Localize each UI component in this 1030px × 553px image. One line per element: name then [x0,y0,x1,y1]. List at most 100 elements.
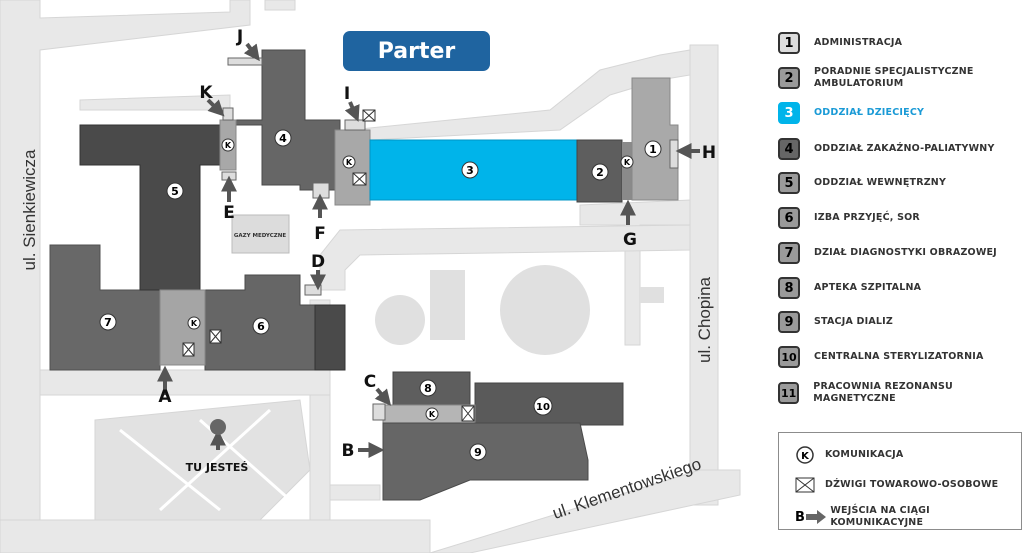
svg-text:7: 7 [104,316,112,329]
legend-label: STACJA DIALIZ [814,316,893,327]
road-klementowskiego [429,469,741,553]
label-8: 8 [419,379,437,397]
arrow-i [344,101,360,122]
stairs-f [312,182,330,199]
legend-item-5: 5 ODDZIAŁ WEWNĘTRZNY [778,172,946,194]
label-9: 9 [469,443,487,461]
plaza-circle [500,265,590,355]
building-5[interactable] [79,124,221,291]
gas-label: GAZY MEDYCZNE [234,233,286,239]
comm-k-3 [334,129,371,206]
road-upper-left [79,94,231,111]
entrance-e: E [223,203,235,223]
label-10: 10 [533,396,553,416]
legend-label: ODDZIAŁ WEWNĘTRZNY [814,177,947,188]
street-chopina: ul. Chopina [695,277,714,364]
legend-number: 9 [778,311,800,333]
elevator-9 [461,405,475,422]
label-7: 7 [99,313,117,331]
road-top [264,0,296,11]
building-labels: 1 2 3 4 5 6 7 8 9 10 [99,129,662,461]
stairs-i [344,119,366,131]
building-9[interactable] [382,422,589,501]
comm-marker: K [342,155,356,169]
svg-text:9: 9 [474,446,482,459]
comm-marker: K [221,138,235,152]
label-3: 3 [461,161,479,179]
label-6: 6 [252,317,270,335]
entrance-c: C [364,372,376,392]
legend-comm-row: K KOMUNIKACJA [795,445,903,465]
comm-markers: K K K K K [187,138,634,421]
stairs-d [304,284,322,296]
stairs-c [372,403,386,421]
legend-item-3: 3 ODDZIAŁ DZIECIĘCY [778,102,924,124]
comm-k-2 [622,142,632,200]
road-sienkiewicza [0,0,251,553]
label-2: 2 [591,163,609,181]
legend-item-10: 10 CENTRALNA STERYLIZATORNIA [778,346,984,368]
legend-number: 1 [778,32,800,54]
legend-number: 4 [778,138,800,160]
legend-entrance-symbol: B [795,509,805,525]
elevators [182,109,475,422]
arrow-j [243,42,260,62]
road-chopina-east [689,44,719,506]
svg-text:5: 5 [171,185,179,198]
road-b-link [329,484,381,501]
entrance-h: H [702,143,716,163]
label-4: 4 [274,129,292,147]
arrow-k [206,98,225,117]
legend-number: 3 [778,102,800,124]
svg-text:K: K [624,158,631,167]
road-south-main [39,369,331,396]
legend-number: 5 [778,172,800,194]
legend-item-6: 6 IZBA PRZYJĘĆ, SOR [778,207,920,229]
svg-text:3: 3 [466,164,474,177]
plaza [375,265,664,355]
stairs-j [227,57,263,66]
comm-marker: K [187,316,201,330]
legend-comm-label: KOMUNIKACJA [825,449,904,460]
plaza-circle-small [375,295,425,345]
legend-label: APTEKA SZPITALNA [814,282,922,293]
entrance-i: I [344,84,350,104]
legend-entrance-label: WEJŚCIA NA CIĄGI KOMUNIKACYJNE [830,505,930,528]
svg-text:K: K [225,141,232,150]
svg-text:2: 2 [596,166,604,179]
legend-item-7: 7 DZIAŁ DIAGNOSTYKI OBRAZOWEJ [778,242,997,264]
path-3 [158,408,272,512]
building-4[interactable] [234,49,341,191]
legend-item-11: 11 PRACOWNIA REZONANSU MAGNETYCZNE [778,381,1030,405]
you-are-here-label: TU JESTEŚ [186,461,249,474]
legend-number: 10 [778,346,800,368]
buildings [49,49,679,501]
street-sienkiewicza: ul. Sienkiewicza [20,149,39,271]
legend-number: 7 [778,242,800,264]
legend-symbols: K KOMUNIKACJA DŹWIGI TOWAROWO-OSOBOWE B … [778,432,1022,530]
svg-text:6: 6 [257,320,265,333]
gas-building [231,214,290,254]
plaza-block [430,270,465,340]
legend-label: IZBA PRZYJĘĆ, SOR [814,212,920,223]
roads [0,0,741,553]
svg-text:10: 10 [536,402,550,413]
svg-text:8: 8 [424,382,432,395]
legend-elevator-label: DŹWIGI TOWAROWO-OSOBOWE [825,479,999,490]
building-1[interactable] [631,77,679,201]
legend-item-4: 4 ODDZIAŁ ZAKAŹNO-PALIATYWNY [778,138,995,160]
label-1: 1 [644,140,662,158]
legend-number: 8 [778,277,800,299]
arrow-right-icon [805,510,826,524]
legend-item-8: 8 APTEKA SZPITALNA [778,277,921,299]
entrance-j: J [236,27,243,47]
svg-text:K: K [191,319,198,328]
stairs-e [221,171,237,181]
legend-label: CENTRALNA STERYLIZATORNIA [814,351,984,362]
legend-label: PRACOWNIA REZONANSU MAGNETYCZNE [813,381,953,404]
path-1 [119,428,221,512]
entrance-g: G [623,230,637,250]
legend-label: ODDZIAŁ DZIECIĘCY [814,107,925,118]
road-g-branch [579,199,691,346]
yard [94,399,311,521]
